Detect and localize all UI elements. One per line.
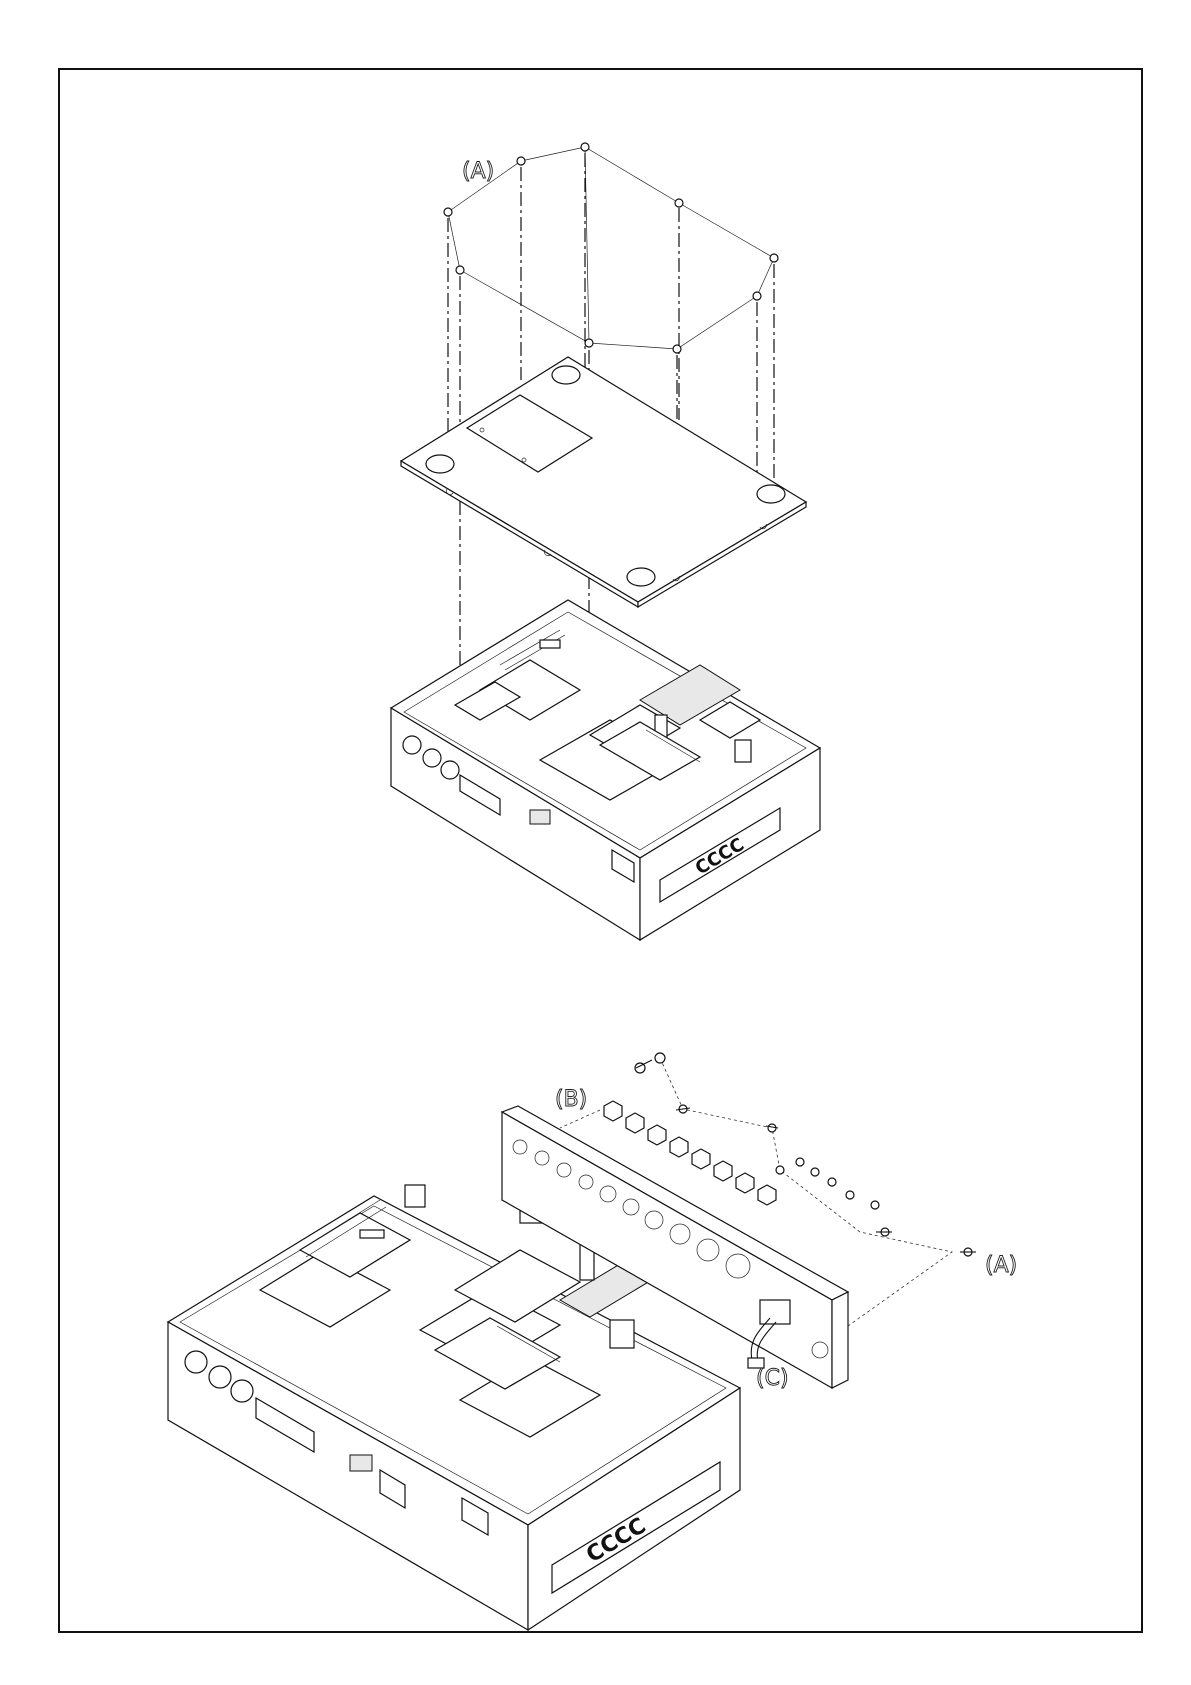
callout-a-right: (A) xyxy=(985,1253,1017,1278)
top-exploded-view: CCCC xyxy=(391,143,820,940)
main-chassis-top: CCCC xyxy=(391,600,820,940)
screw-network-top xyxy=(448,147,774,349)
bottom-exploded-view: CCCC xyxy=(168,1053,976,1630)
bottom-cover-plate xyxy=(401,357,806,607)
callout-c: (C) xyxy=(756,1366,789,1391)
callout-b: (B) xyxy=(555,1087,587,1112)
callout-a-top: (A) xyxy=(462,159,494,184)
